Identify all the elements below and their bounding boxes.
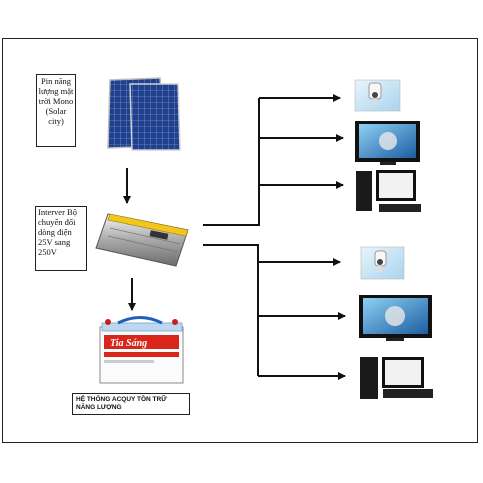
monitor-icon-top bbox=[355, 121, 420, 165]
wiring bbox=[203, 98, 345, 380]
solar-panel-label: Pin năng lượng mặt trời Mono (Solar city… bbox=[36, 74, 76, 147]
wire-group-top bbox=[203, 98, 340, 226]
wire-group-bottom bbox=[203, 244, 259, 376]
solar-panel-icon bbox=[107, 77, 181, 151]
desktop-pc-icon-bottom bbox=[360, 357, 433, 399]
security-camera-icon-bottom bbox=[360, 246, 405, 280]
diagram-frame bbox=[2, 38, 478, 443]
battery-brand-text: Tia Sáng bbox=[110, 338, 147, 349]
monitor-icon-bottom bbox=[359, 295, 432, 341]
inverter-icon bbox=[95, 213, 189, 267]
desktop-pc-icon-top bbox=[356, 170, 421, 212]
battery-icon: Tia Sáng bbox=[99, 316, 184, 384]
inverter-label: Interver Bộ chuyển đổi dòng điện 25V san… bbox=[35, 206, 87, 271]
battery-system-label: HỆ THỐNG ACQUY TỒN TRỮ NĂNG LƯỢNG bbox=[72, 393, 190, 415]
security-camera-icon-top bbox=[354, 79, 401, 112]
